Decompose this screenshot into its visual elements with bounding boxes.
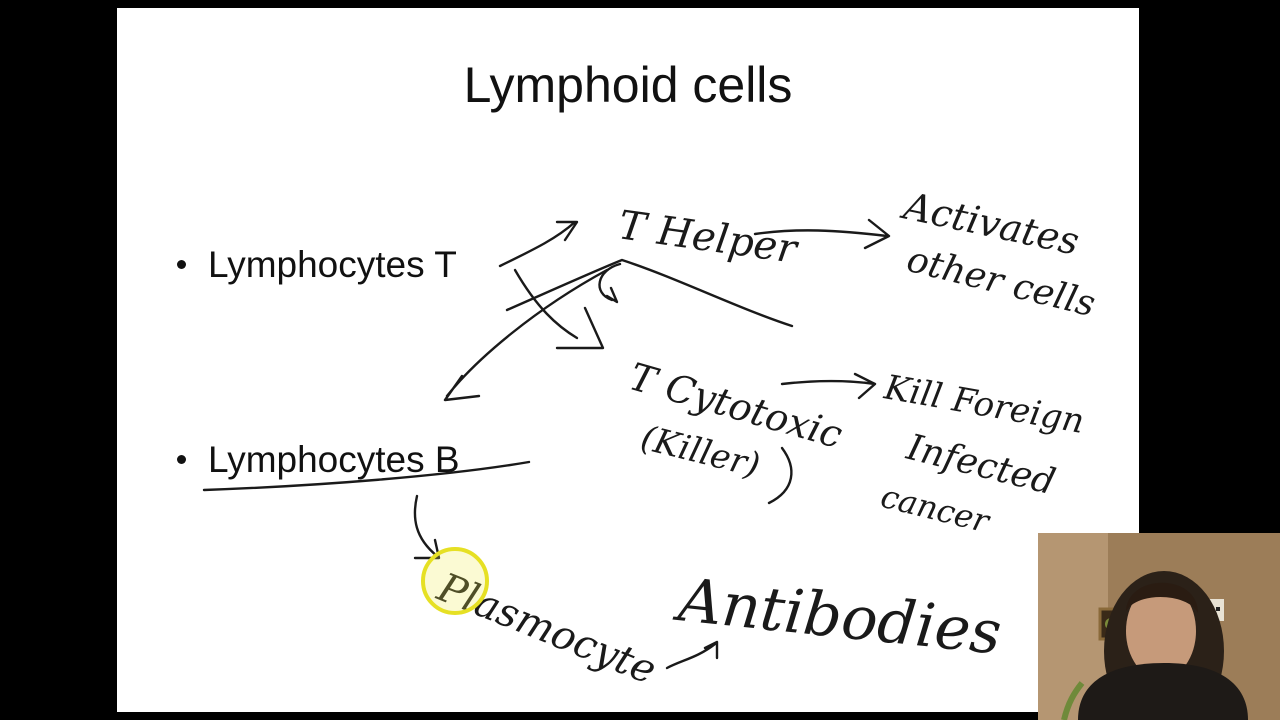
slide: Lymphoid cells Lymphocytes T Lymphocytes… xyxy=(117,8,1139,712)
underline-lymphocytes-b xyxy=(202,460,531,492)
slide-title: Lymphoid cells xyxy=(463,57,793,113)
arrow-helper-to-b xyxy=(443,268,609,402)
bullet-lymphocytes-t: Lymphocytes T xyxy=(177,246,457,283)
arrow-to-cytotoxic xyxy=(513,268,605,350)
arrow-plasmocyte-to-antibodies xyxy=(665,640,719,670)
arrow-b-to-plasmocyte xyxy=(413,494,441,560)
webcam-overlay xyxy=(1038,533,1280,720)
ink-annotations: T Helper Activates other cells T Cytotox… xyxy=(202,183,1099,694)
killer-paren-right xyxy=(767,446,793,505)
annotation-t-helper: T Helper xyxy=(616,202,803,273)
bullet-label: Lymphocytes T xyxy=(208,244,457,285)
helper-swoop-line xyxy=(505,258,794,328)
helper-curl xyxy=(598,262,622,304)
annotation-cancer: cancer xyxy=(877,477,994,541)
arrow-to-helper xyxy=(498,220,579,268)
arrow-helper-to-activates xyxy=(753,218,891,250)
webcam-presenter-image xyxy=(1038,533,1280,720)
bullet-lymphocytes-b: Lymphocytes B xyxy=(177,441,460,478)
annotation-antibodies: Antibodies xyxy=(670,565,1004,669)
bullet-dot-icon xyxy=(177,455,186,464)
bullet-dot-icon xyxy=(177,260,186,269)
arrow-cytotoxic-to-kill xyxy=(780,372,877,400)
cursor-highlight xyxy=(421,547,489,615)
bullet-label: Lymphocytes B xyxy=(208,439,460,480)
